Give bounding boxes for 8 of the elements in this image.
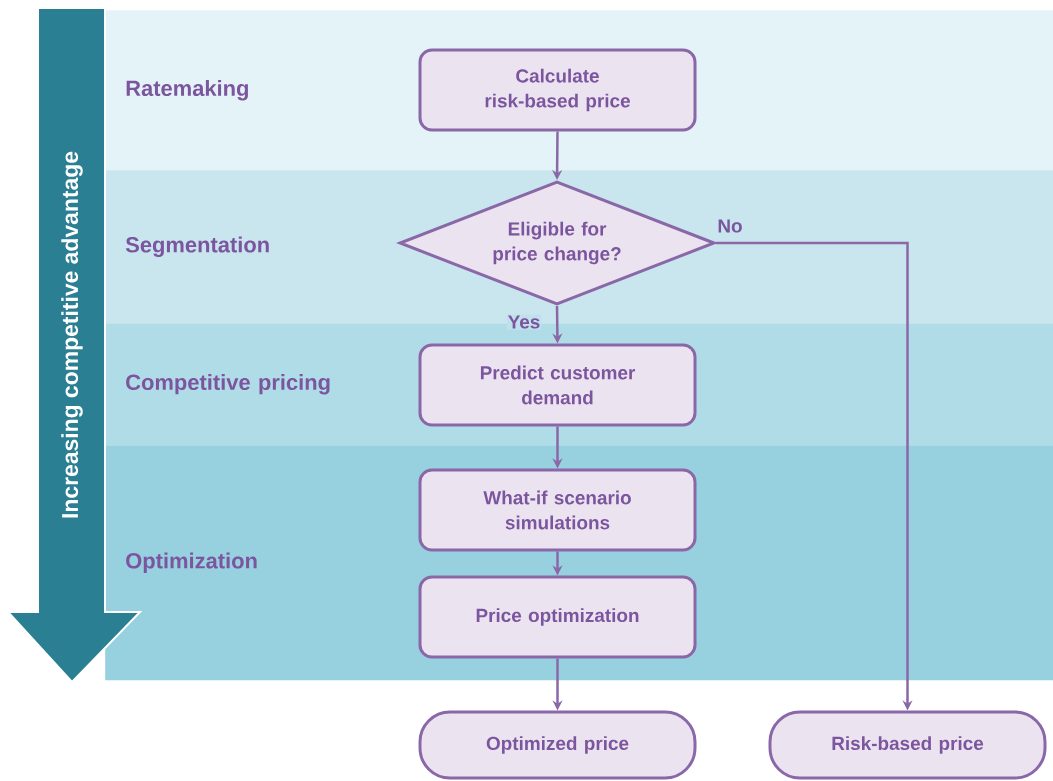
process-box: What-if scenario simulations [418, 468, 697, 552]
process-box: Calculate risk-based price [418, 48, 697, 132]
process-box: Price optimization [418, 575, 697, 659]
edge-label: No [716, 218, 744, 234]
terminal-box: Optimized price [418, 710, 697, 780]
edge-label: Yes [506, 314, 542, 330]
process-box: Predict customer demand [418, 343, 697, 427]
terminal-box: Risk-based price [768, 710, 1047, 780]
